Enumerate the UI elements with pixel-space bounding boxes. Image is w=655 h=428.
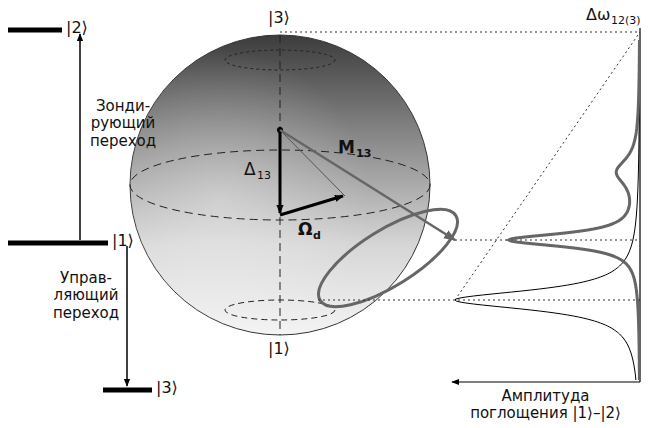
transition-label: Управ- ляющий переход	[50, 270, 122, 322]
energy-levels	[8, 30, 152, 390]
axis-subscript: 12(3)	[611, 15, 641, 28]
axis-label: Δω	[586, 6, 610, 24]
pole-label: |1⟩	[268, 340, 290, 358]
axis-label: Амплитуда поглощения |1⟩–|2⟩	[454, 388, 637, 423]
level-label: |2⟩	[66, 19, 88, 37]
vector-symbol: Ω	[298, 220, 312, 240]
pole-label: |3⟩	[268, 9, 290, 27]
vector-symbol: M	[338, 138, 355, 158]
level-label: |1⟩	[112, 232, 134, 250]
vector-subscript: 13	[356, 148, 371, 161]
transition-label: Зонди- рующий переход	[86, 98, 160, 150]
spectrum-plot	[452, 28, 640, 382]
vector-subscript: d	[313, 230, 321, 243]
level-label: |3⟩	[156, 379, 178, 397]
vector-symbol: Δ	[244, 160, 256, 180]
projection-lines	[280, 32, 640, 300]
vector-subscript: 13	[257, 170, 271, 183]
bloch-sphere	[130, 35, 471, 335]
